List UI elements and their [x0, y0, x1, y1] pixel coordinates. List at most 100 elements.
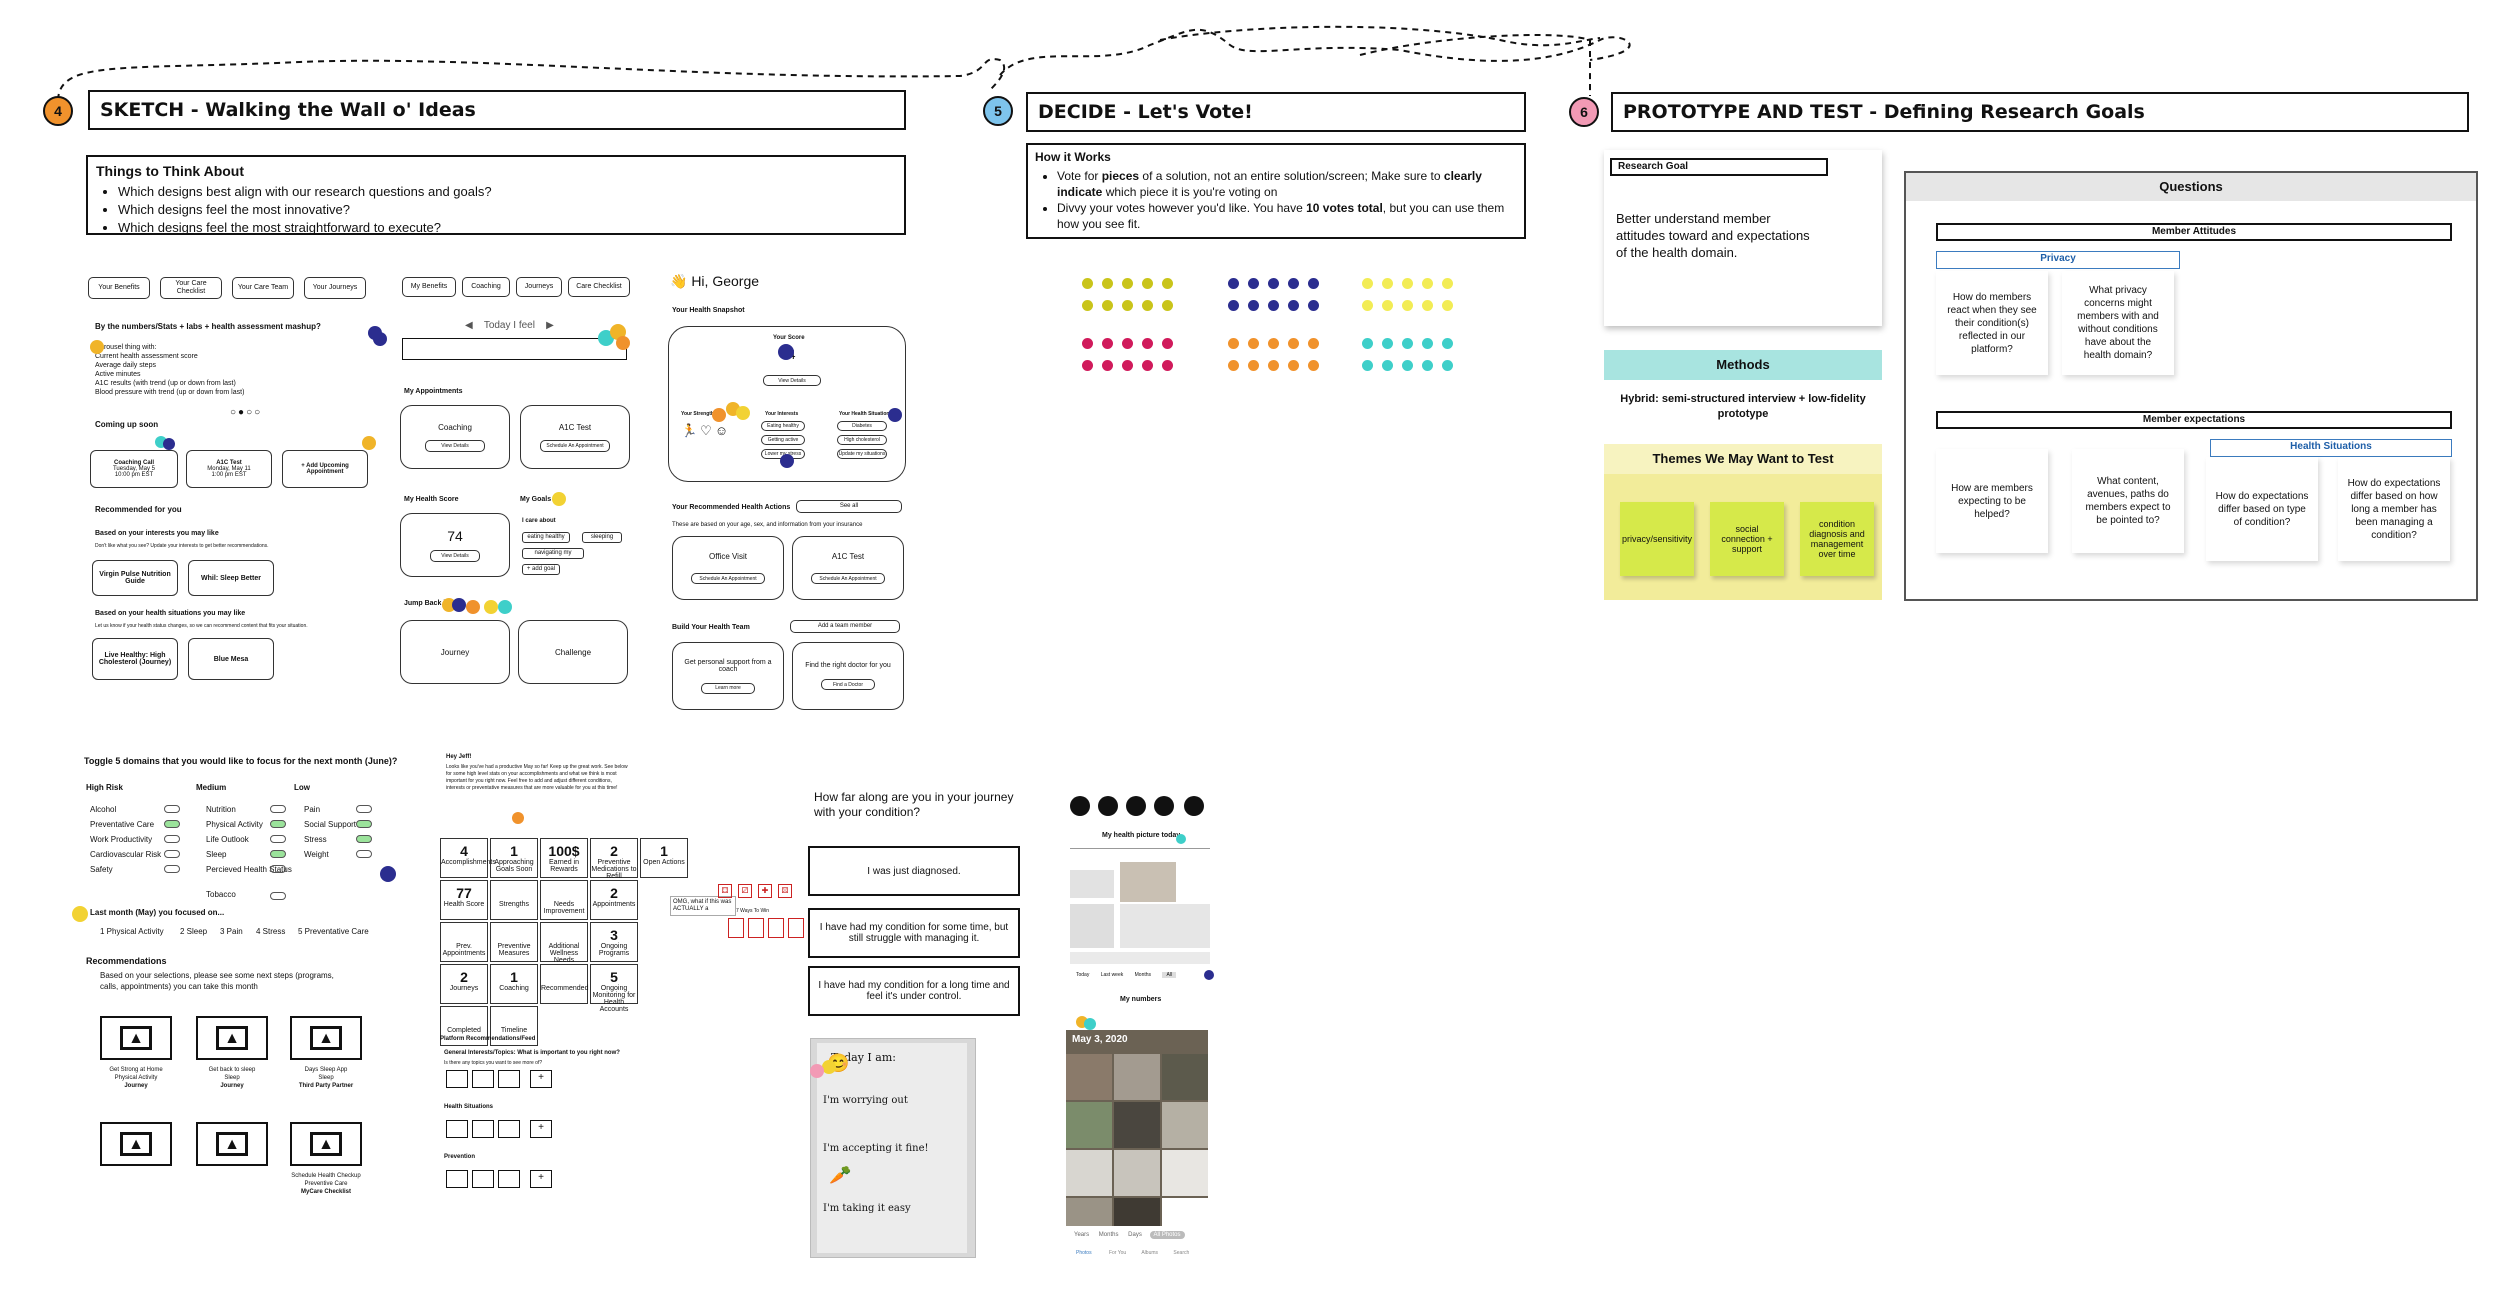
vote-dot[interactable] — [1102, 338, 1113, 349]
add-team-member-button[interactable]: Add a team member — [790, 620, 900, 633]
learn-more-button[interactable]: Learn more — [701, 682, 755, 694]
wf1-nav-checklist[interactable]: Your Care Checklist — [160, 277, 222, 299]
appt-card-coaching[interactable]: Coaching Call Tuesday, May 5 10:00 pm ES… — [90, 450, 178, 488]
vote-dot[interactable] — [1362, 338, 1373, 349]
interest-chip[interactable]: Eating healthy — [761, 421, 805, 431]
tab-albums[interactable]: Albums — [1141, 1250, 1159, 1256]
view-details-button[interactable]: View Details — [425, 439, 485, 452]
vote-dot[interactable] — [1082, 360, 1093, 371]
vote-dot[interactable] — [1102, 360, 1113, 371]
rec-image-2[interactable]: ▲ — [196, 1016, 268, 1060]
tab-search[interactable]: Search — [1173, 1250, 1190, 1256]
vote-dot[interactable] — [1248, 360, 1259, 371]
rec-card-sleep[interactable]: Whil: Sleep Better — [188, 560, 274, 596]
vote-dot[interactable] — [1082, 338, 1093, 349]
vote-dot[interactable] — [1268, 338, 1279, 349]
wf1-nav-care-team[interactable]: Your Care Team — [232, 277, 294, 299]
vote-dot[interactable] — [1142, 338, 1153, 349]
vote-dot[interactable] — [1102, 300, 1113, 311]
rec-image-3[interactable]: ▲ — [290, 1016, 362, 1060]
vote-dot[interactable] — [1122, 278, 1133, 289]
add-goal-button[interactable]: + add goal — [522, 564, 560, 575]
wf2-nav-journeys[interactable]: Journeys — [516, 277, 562, 297]
vote-dot[interactable] — [1162, 278, 1173, 289]
vote-dot[interactable] — [1162, 360, 1173, 371]
vote-dot[interactable] — [1308, 338, 1319, 349]
coach-card[interactable]: Get personal support from a coach Learn … — [672, 642, 784, 710]
vote-dot[interactable] — [1382, 360, 1393, 371]
vote-dot[interactable] — [1142, 300, 1153, 311]
filter-last-week[interactable]: Last week — [1100, 972, 1124, 978]
tab-all-photos[interactable]: All Photos — [1149, 1231, 1185, 1239]
vote-dot[interactable] — [1228, 300, 1239, 311]
time-filters[interactable]: Today Last week Months All — [1076, 972, 1176, 978]
vote-dot[interactable] — [1308, 300, 1319, 311]
stat-cell[interactable]: 100$Earned in Rewards — [540, 838, 588, 878]
vote-dot[interactable] — [1228, 360, 1239, 371]
stat-cell[interactable]: Needs Improvement — [540, 880, 588, 920]
schedule-appt-button[interactable]: Schedule An Appointment — [540, 439, 610, 452]
filter-all[interactable]: All — [1162, 972, 1176, 978]
wf1-nav-journeys[interactable]: Your Journeys — [304, 277, 366, 299]
stat-cell[interactable]: Preventive Measures — [490, 922, 538, 962]
toggle-work[interactable] — [164, 835, 180, 843]
add-appointment-button[interactable]: + Add Upcoming Appointment — [282, 450, 368, 488]
toggle-cardio[interactable] — [164, 850, 180, 858]
photo-grid[interactable]: May 3, 2020 — [1066, 1030, 1208, 1226]
toggle-stress[interactable] — [356, 835, 372, 843]
interest-chip[interactable]: Getting active — [761, 435, 805, 445]
filter-today[interactable]: Today — [1076, 972, 1090, 978]
stat-cell[interactable]: Completed — [440, 1006, 488, 1046]
rec-card-nutrition[interactable]: Virgin Pulse Nutrition Guide — [92, 560, 178, 596]
carousel-pager-dots[interactable]: ○●○○ — [230, 407, 263, 418]
vote-dot[interactable] — [1442, 278, 1453, 289]
situation-chip[interactable]: Diabetes — [837, 421, 887, 431]
goal-chip[interactable]: eating healthy — [522, 532, 570, 543]
a1c-test-card[interactable]: A1C Test Schedule An Appointment — [792, 536, 904, 600]
schedule-office-button[interactable]: Schedule An Appointment — [691, 573, 765, 584]
doctor-card[interactable]: Find the right doctor for you Find a Doc… — [792, 642, 904, 710]
snapshot-details-button[interactable]: View Details — [763, 375, 821, 386]
vote-dot[interactable] — [1402, 338, 1413, 349]
wf2-nav-coaching[interactable]: Coaching — [462, 277, 510, 297]
toggle-pain[interactable] — [356, 805, 372, 813]
vote-dot[interactable] — [1288, 360, 1299, 371]
vote-dot[interactable] — [1288, 300, 1299, 311]
wf2-score-card[interactable]: 74 View Details — [400, 513, 510, 577]
vote-dot[interactable] — [1308, 278, 1319, 289]
schedule-a1c-button[interactable]: Schedule An Appointment — [811, 573, 885, 584]
vote-dot[interactable] — [1268, 300, 1279, 311]
vote-dot[interactable] — [1162, 300, 1173, 311]
vote-dot[interactable] — [1142, 278, 1153, 289]
vote-dot[interactable] — [1382, 338, 1393, 349]
photo-tabs[interactable]: Years Months Days All Photos — [1074, 1231, 1185, 1239]
toggle-physical[interactable] — [270, 820, 286, 828]
vote-dot[interactable] — [1102, 278, 1113, 289]
journey-card[interactable]: Journey — [400, 620, 510, 684]
challenge-card[interactable]: Challenge — [518, 620, 628, 684]
goal-chip[interactable]: sleeping — [582, 532, 622, 543]
vote-dot[interactable] — [1402, 300, 1413, 311]
wf2-nav-checklist[interactable]: Care Checklist — [568, 277, 630, 297]
stat-cell[interactable]: Additional Wellness Needs — [540, 922, 588, 964]
vote-dot[interactable] — [1422, 278, 1433, 289]
vote-dot[interactable] — [1442, 300, 1453, 311]
toggle-social[interactable] — [356, 820, 372, 828]
vote-dot[interactable] — [1442, 338, 1453, 349]
vote-dot[interactable] — [1268, 278, 1279, 289]
update-situations-button[interactable]: Update my situations — [837, 449, 887, 459]
vote-dot[interactable] — [1362, 300, 1373, 311]
situation-chip[interactable]: High cholesterol — [837, 435, 887, 445]
tab-for-you[interactable]: For You — [1108, 1250, 1127, 1256]
stat-cell[interactable]: Timeline — [490, 1006, 538, 1046]
vote-dot[interactable] — [1288, 338, 1299, 349]
rec-card-blue-mesa[interactable]: Blue Mesa — [188, 638, 274, 680]
stat-cell[interactable]: Prev. Appointments — [440, 922, 488, 962]
tab-years[interactable]: Years — [1074, 1232, 1090, 1238]
